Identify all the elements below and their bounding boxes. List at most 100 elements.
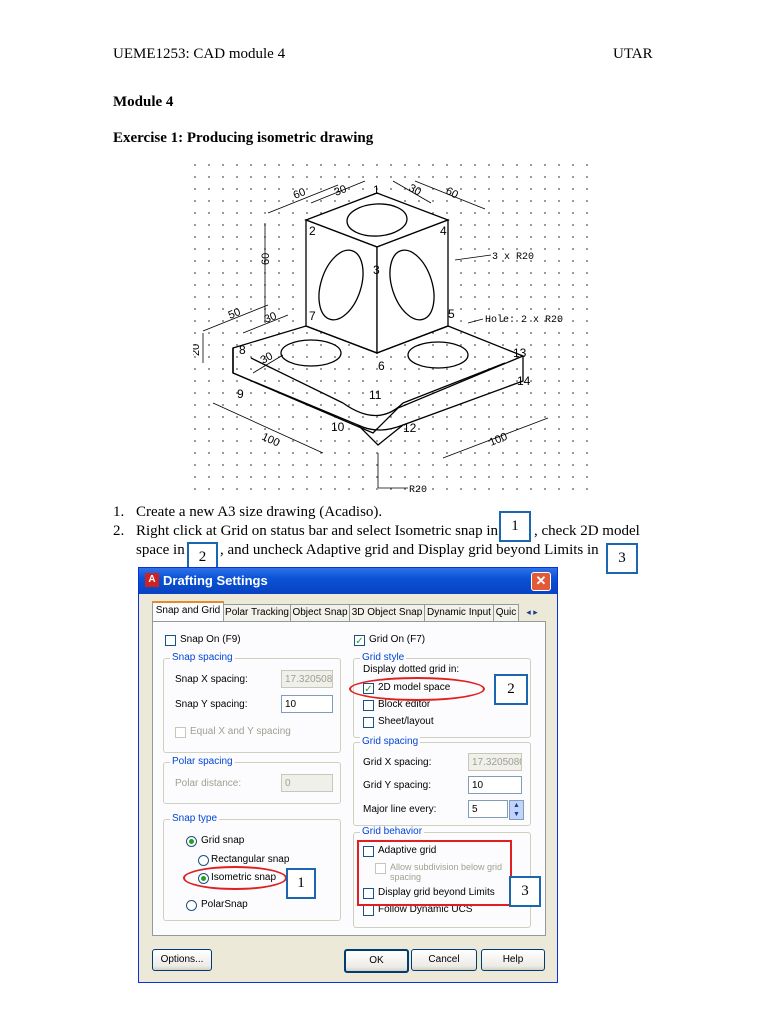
tab-dynamic-input[interactable]: Dynamic Input [424, 604, 494, 621]
highlight-model-space [349, 677, 485, 701]
sheet-layout-checkbox[interactable] [363, 717, 374, 728]
block-editor-checkbox[interactable] [363, 700, 374, 711]
callout-2-dialog: 2 [494, 674, 528, 705]
tab-polar-tracking[interactable]: Polar Tracking [223, 604, 291, 621]
step-1-number: 1. [113, 504, 125, 520]
point-label: 13 [513, 346, 527, 360]
point-label: 12 [403, 421, 417, 435]
highlight-isometric-snap [183, 866, 287, 890]
dim-label: 20 [193, 344, 202, 356]
point-label: 11 [369, 388, 382, 402]
snap-on-checkbox[interactable] [165, 635, 176, 646]
step-2-text-b: , check 2D model [534, 523, 640, 539]
dialog-title: Drafting Settings [163, 573, 268, 588]
snap-x-field[interactable]: 17.3205080 [281, 670, 333, 688]
callout-3-dialog: 3 [509, 876, 541, 907]
grid-behavior-title: Grid behavior [360, 826, 425, 837]
grid-style-group [353, 658, 531, 738]
dim-label: 30 [407, 182, 423, 198]
grid-spacing-group [353, 742, 531, 826]
snap-grid-panel: Snap On (F9) ✓ Grid On (F7) Snap spacing… [152, 621, 546, 936]
course-header: UEME1253: CAD module 4 [113, 46, 286, 62]
dim-label: 30 [333, 183, 349, 199]
step-2-text-d: , and uncheck Adaptive grid and Display … [220, 542, 599, 558]
dim-label: 60 [260, 253, 272, 265]
dim-label: 50 [227, 306, 243, 322]
display-beyond-limits-label: Display grid beyond Limits [378, 887, 495, 898]
grid-y-field[interactable]: 10 [468, 776, 522, 794]
help-button[interactable]: Help [481, 949, 545, 971]
point-label: 5 [448, 307, 455, 321]
tab-object-snap[interactable]: Object Snap [290, 604, 350, 621]
close-icon[interactable]: ✕ [531, 572, 551, 591]
rectangular-snap-radio[interactable] [198, 855, 209, 866]
grid-on-label: Grid On (F7) [369, 634, 426, 645]
leader-note: Hole: 2 x R20 [485, 314, 563, 326]
grid-y-label: Grid Y spacing: [363, 780, 432, 791]
adaptive-grid-label: Adaptive grid [378, 845, 437, 856]
follow-dynamic-ucs-checkbox[interactable] [363, 905, 374, 916]
tab-quick[interactable]: Quic [493, 604, 519, 621]
polarsnap-radio[interactable] [186, 900, 197, 911]
module-title: Module 4 [113, 94, 174, 110]
cancel-button[interactable]: Cancel [411, 949, 477, 971]
step-2-text-c: space in [136, 542, 185, 558]
major-line-label: Major line every: [363, 804, 437, 815]
major-line-field[interactable]: 5 [468, 800, 508, 818]
allow-subdivision-label: Allow subdivision below grid spacing [390, 862, 503, 882]
point-label: 14 [517, 374, 531, 388]
dialog-titlebar[interactable]: A Drafting Settings ✕ [139, 568, 557, 594]
display-beyond-limits-checkbox[interactable] [363, 888, 374, 899]
grid-snap-radio[interactable] [186, 836, 197, 847]
point-label: 1 [373, 183, 380, 197]
grid-x-label: Grid X spacing: [363, 757, 432, 768]
grid-on-checkbox[interactable]: ✓ [354, 635, 365, 647]
highlight-grid-behavior [357, 840, 512, 906]
point-label: 6 [378, 359, 385, 373]
polar-distance-field[interactable]: 0 [281, 774, 333, 792]
snap-y-label: Snap Y spacing: [175, 699, 248, 710]
org-header: UTAR [613, 46, 653, 62]
dim-label: 60 [292, 186, 308, 202]
ok-button[interactable]: OK [344, 949, 409, 973]
callout-1: 1 [499, 511, 531, 542]
point-label: 10 [331, 420, 345, 434]
adaptive-grid-checkbox[interactable] [363, 846, 374, 857]
grid-style-desc: Display dotted grid in: [363, 664, 460, 675]
point-label: 2 [309, 224, 316, 238]
snap-spacing-group [163, 658, 341, 753]
callout-1-dialog: 1 [286, 868, 316, 899]
point-label: 4 [440, 224, 447, 238]
major-line-spinner[interactable]: ▲▼ [509, 800, 524, 820]
point-label: 8 [239, 343, 246, 357]
snap-x-label: Snap X spacing: [175, 674, 248, 685]
point-label: 9 [237, 387, 244, 401]
equal-xy-checkbox[interactable] [175, 727, 186, 738]
follow-dynamic-ucs-label: Follow Dynamic UCS [378, 904, 473, 915]
leader-note: R20 [409, 485, 427, 496]
allow-subdivision-checkbox[interactable] [375, 863, 386, 874]
step-2-text-a: Right click at Grid on status bar and se… [136, 523, 498, 539]
exercise-title: Exercise 1: Producing isometric drawing [113, 130, 374, 146]
snap-y-field[interactable]: 10 [281, 695, 333, 713]
dim-label: 60 [444, 185, 460, 201]
tab-snap-and-grid[interactable]: Snap and Grid [152, 601, 224, 623]
isometric-drawing: 60 30 30 60 60 50 30 20 30 100 100 1 2 3… [193, 163, 593, 498]
tab-scroll-arrows[interactable]: ◂ ▸ [526, 607, 538, 617]
polar-spacing-group [163, 762, 341, 804]
snap-spacing-title: Snap spacing [170, 652, 235, 663]
options-button[interactable]: Options... [152, 949, 212, 971]
step-2-number: 2. [113, 523, 125, 539]
grid-style-title: Grid style [360, 652, 407, 663]
callout-3: 3 [606, 543, 638, 574]
polar-distance-label: Polar distance: [175, 778, 242, 789]
grid-spacing-title: Grid spacing [360, 736, 421, 747]
dim-label: 30 [259, 350, 276, 367]
grid-x-field[interactable]: 17.3205080 [468, 753, 522, 771]
point-label: 7 [309, 309, 316, 323]
snap-type-title: Snap type [170, 813, 220, 824]
app-icon: A [145, 573, 159, 587]
point-label: 3 [373, 263, 380, 277]
equal-xy-label: Equal X and Y spacing [190, 726, 291, 737]
tab-3d-object-snap[interactable]: 3D Object Snap [349, 604, 425, 621]
